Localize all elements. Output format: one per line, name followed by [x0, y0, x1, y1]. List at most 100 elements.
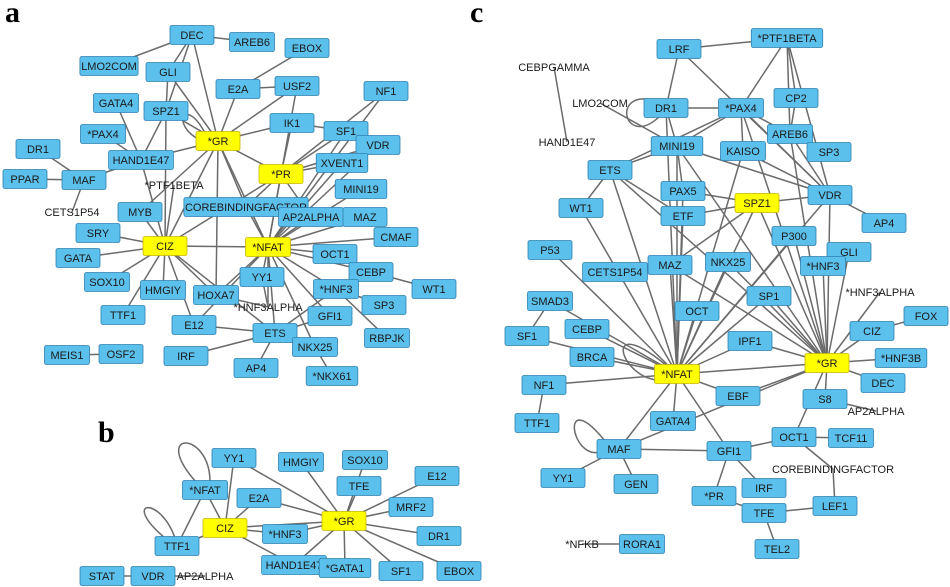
node-ebf[interactable]: EBF — [715, 386, 761, 406]
node-cebp[interactable]: CEBP — [564, 319, 610, 339]
node-irf[interactable]: IRF — [741, 478, 787, 498]
node-nfat[interactable]: *NFAT — [654, 364, 700, 384]
node-gli[interactable]: GLI — [145, 62, 191, 82]
node-sry[interactable]: SRY — [75, 223, 121, 243]
node-hnf3alpha[interactable]: *HNF3ALPHA — [845, 287, 915, 299]
node-cebp[interactable]: CEBP — [348, 262, 394, 282]
node-dr1[interactable]: DR1 — [643, 98, 689, 118]
node-ciz[interactable]: CIZ — [202, 518, 248, 538]
node-areb6[interactable]: AREB6 — [767, 124, 813, 144]
node-nfkb[interactable]: *NFKB — [565, 539, 599, 551]
node-sox10[interactable]: SOX10 — [84, 272, 130, 292]
node-hnf3[interactable]: *HNF3 — [800, 256, 846, 276]
node-ap2alpha[interactable]: AP2ALPHA — [177, 571, 235, 583]
node-irf[interactable]: IRF — [163, 346, 209, 366]
node-gr[interactable]: *GR — [195, 131, 241, 151]
node-kaiso[interactable]: KAISO — [720, 141, 766, 161]
node-pr[interactable]: *PR — [691, 486, 737, 506]
node-tfe[interactable]: TFE — [336, 476, 382, 496]
node-smad3[interactable]: SMAD3 — [527, 291, 573, 311]
node-gfi1[interactable]: GFI1 — [706, 441, 752, 461]
node-nf1[interactable]: NF1 — [363, 81, 409, 101]
node-etf[interactable]: ETF — [660, 206, 706, 226]
node-sox10[interactable]: SOX10 — [342, 450, 388, 470]
node-hmgiy[interactable]: HMGIY — [140, 280, 186, 300]
node-ciz[interactable]: CIZ — [849, 321, 895, 341]
node-gfi1[interactable]: GFI1 — [307, 306, 353, 326]
node-nfat[interactable]: *NFAT — [182, 480, 228, 500]
node-oct1[interactable]: OCT1 — [312, 244, 358, 264]
node-hand1e47[interactable]: HAND1E47 — [261, 555, 327, 575]
node-p300[interactable]: P300 — [771, 226, 817, 246]
node-pax4[interactable]: *PAX4 — [80, 124, 126, 144]
node-tel2[interactable]: TEL2 — [754, 539, 800, 559]
node-e12[interactable]: E12 — [171, 315, 217, 335]
node-nfat[interactable]: *NFAT — [245, 237, 291, 257]
node-sf1[interactable]: SF1 — [378, 561, 424, 581]
node-mrf2[interactable]: MRF2 — [388, 497, 434, 517]
node-nkx25[interactable]: NKX25 — [705, 252, 751, 272]
node-maf[interactable]: MAF — [61, 170, 107, 190]
node-p53[interactable]: P53 — [527, 240, 573, 260]
node-cp2[interactable]: CP2 — [773, 88, 819, 108]
node-osf2[interactable]: OSF2 — [98, 344, 144, 364]
node-spz1[interactable]: SPZ1 — [734, 193, 780, 213]
node-nf1[interactable]: NF1 — [521, 375, 567, 395]
node-hnf3alpha[interactable]: *HNF3ALPHA — [233, 302, 303, 314]
node-fox[interactable]: FOX — [903, 306, 949, 326]
node-ciz[interactable]: CIZ — [142, 236, 188, 256]
node-yy1[interactable]: YY1 — [211, 448, 257, 468]
node-ap2alpha[interactable]: AP2ALPHA — [848, 406, 906, 418]
node-meis1[interactable]: MEIS1 — [44, 345, 90, 365]
node-ap4[interactable]: AP4 — [861, 213, 907, 233]
node-ap4[interactable]: AP4 — [233, 358, 279, 378]
node-vdr[interactable]: VDR — [355, 135, 401, 155]
node-ebox[interactable]: EBOX — [436, 561, 482, 581]
node-dec[interactable]: DEC — [169, 25, 215, 45]
node-brca[interactable]: BRCA — [569, 347, 615, 367]
node-usf2[interactable]: USF2 — [274, 76, 320, 96]
node-xvent1[interactable]: XVENT1 — [315, 153, 369, 173]
node-oct[interactable]: OCT — [674, 301, 720, 321]
node-ik1[interactable]: IK1 — [269, 113, 315, 133]
node-tfe[interactable]: TFE — [741, 503, 787, 523]
node-maz[interactable]: MAZ — [647, 255, 693, 275]
node-e12[interactable]: E12 — [414, 466, 460, 486]
node-corebindingfactor[interactable]: COREBINDINGFACTOR — [772, 464, 894, 476]
node-sp3[interactable]: SP3 — [361, 295, 407, 315]
node-ebox[interactable]: EBOX — [284, 38, 330, 58]
node-s8[interactable]: S8 — [802, 389, 848, 409]
node-hmgiy[interactable]: HMGIY — [278, 452, 324, 472]
node-gata[interactable]: GATA — [55, 248, 101, 268]
node-rora1[interactable]: RORA1 — [619, 534, 665, 554]
node-pax5[interactable]: PAX5 — [660, 181, 706, 201]
node-rbpjk[interactable]: RBPJK — [364, 328, 410, 348]
node-sf1[interactable]: SF1 — [504, 326, 550, 346]
node-ptf1beta[interactable]: *PTF1BETA — [144, 180, 204, 192]
node-cmaf[interactable]: CMAF — [373, 227, 419, 247]
node-hnf3[interactable]: *HNF3 — [313, 279, 359, 299]
node-areb6[interactable]: AREB6 — [229, 32, 275, 52]
node-sp3[interactable]: SP3 — [806, 142, 852, 162]
node-vdr[interactable]: VDR — [807, 185, 853, 205]
node-ttf1[interactable]: TTF1 — [154, 536, 200, 556]
node-mini19[interactable]: MINI19 — [650, 136, 704, 156]
node-dr1[interactable]: DR1 — [15, 139, 61, 159]
node-gr[interactable]: *GR — [804, 353, 850, 373]
node-nkx25[interactable]: NKX25 — [292, 337, 338, 357]
node-gr[interactable]: *GR — [321, 511, 367, 531]
node-ets[interactable]: ETS — [252, 323, 298, 343]
node-yy1[interactable]: YY1 — [239, 267, 285, 287]
node-hand1e47[interactable]: HAND1E47 — [539, 137, 596, 149]
node-ttf1[interactable]: TTF1 — [100, 305, 146, 325]
node-lmo2com[interactable]: LMO2COM — [572, 98, 628, 110]
node-ttf1[interactable]: TTF1 — [514, 413, 560, 433]
node-gen[interactable]: GEN — [613, 474, 659, 494]
node-yy1[interactable]: YY1 — [540, 468, 586, 488]
node-pr[interactable]: *PR — [258, 164, 304, 184]
node-oct1[interactable]: OCT1 — [771, 427, 817, 447]
node-hand1e47[interactable]: HAND1E47 — [108, 150, 174, 170]
node-nkx61[interactable]: *NKX61 — [305, 366, 359, 386]
node-pax4[interactable]: *PAX4 — [718, 98, 764, 118]
node-sp1[interactable]: SP1 — [746, 286, 792, 306]
